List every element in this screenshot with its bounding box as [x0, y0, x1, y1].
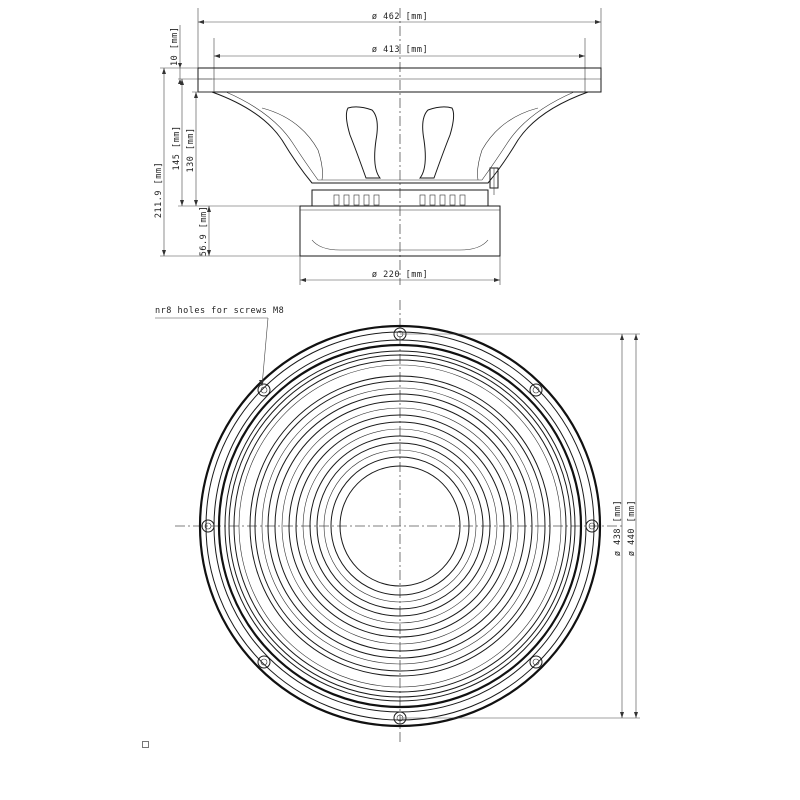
- speaker-basket: [211, 91, 589, 184]
- motor-vents: [333, 194, 466, 206]
- mounting-depth-label: 130 [mm]: [186, 128, 196, 173]
- dust-cap: [339, 465, 461, 587]
- overall-depth-label: 211.9 [mm]: [154, 162, 164, 218]
- outer-diameter-label: ø 462 [mm]: [372, 12, 428, 22]
- speaker-flange: [197, 67, 602, 93]
- corner-marker: [142, 741, 149, 748]
- speaker-magnet: [299, 205, 501, 257]
- mounting-hole: [529, 655, 543, 669]
- front-view: nr8 holes for screws M8 ø 438 [mm] ø 440…: [155, 300, 640, 745]
- mounting-holes: [201, 327, 599, 725]
- mounting-hole: [529, 383, 543, 397]
- mounting-hole: [201, 519, 215, 533]
- bolt-circle-label: ø 438 [mm]: [613, 500, 623, 556]
- basket-window-right: [418, 106, 455, 179]
- holes-note: nr8 holes for screws M8: [155, 306, 284, 316]
- mounting-hole: [585, 519, 599, 533]
- outer-rim: [198, 324, 602, 728]
- cone-ribs: [249, 375, 551, 677]
- magnet-depth-label: 56.9 [mm]: [199, 206, 209, 257]
- mounting-hole: [257, 655, 271, 669]
- frame-depth-label: 145 [mm]: [172, 126, 182, 171]
- flange-thickness-label: 10 [mm]: [170, 27, 180, 66]
- baffle-cutout-label: ø 413 [mm]: [372, 45, 428, 55]
- mounting-hole: [257, 383, 271, 397]
- side-view: ø 462 [mm] ø 413 [mm]: [154, 8, 602, 285]
- magnet-diameter-label: ø 220 [mm]: [372, 270, 428, 280]
- basket-window-left: [345, 106, 382, 179]
- inner-mounting-label: ø 440 [mm]: [627, 500, 637, 556]
